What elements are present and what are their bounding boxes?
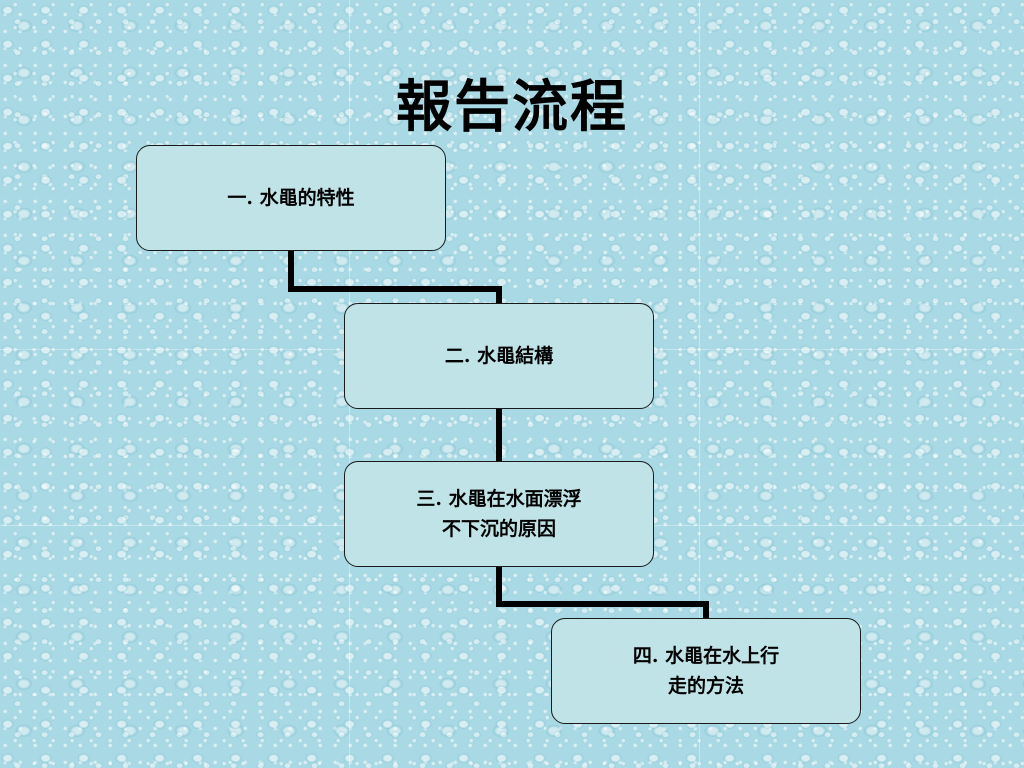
connector-3-4 bbox=[496, 567, 709, 618]
flow-step-4: 四. 水黽在水上行 走的方法 bbox=[551, 618, 861, 724]
connector-1-2 bbox=[288, 251, 502, 303]
flow-step-1: 一. 水黽的特性 bbox=[136, 145, 446, 251]
flow-step-label: 一. 水黽的特性 bbox=[227, 187, 355, 209]
flow-step-label: 二. 水黽結構 bbox=[444, 345, 554, 367]
flow-step-label: 三. 水黽在水面漂浮 不下沉的原因 bbox=[416, 488, 582, 540]
flow-step-3: 三. 水黽在水面漂浮 不下沉的原因 bbox=[344, 461, 654, 567]
flow-step-2: 二. 水黽結構 bbox=[344, 303, 654, 409]
flow-step-label: 四. 水黽在水上行 走的方法 bbox=[632, 645, 780, 697]
background-grid-line bbox=[699, 0, 700, 768]
slide-title: 報告流程 bbox=[396, 74, 628, 140]
